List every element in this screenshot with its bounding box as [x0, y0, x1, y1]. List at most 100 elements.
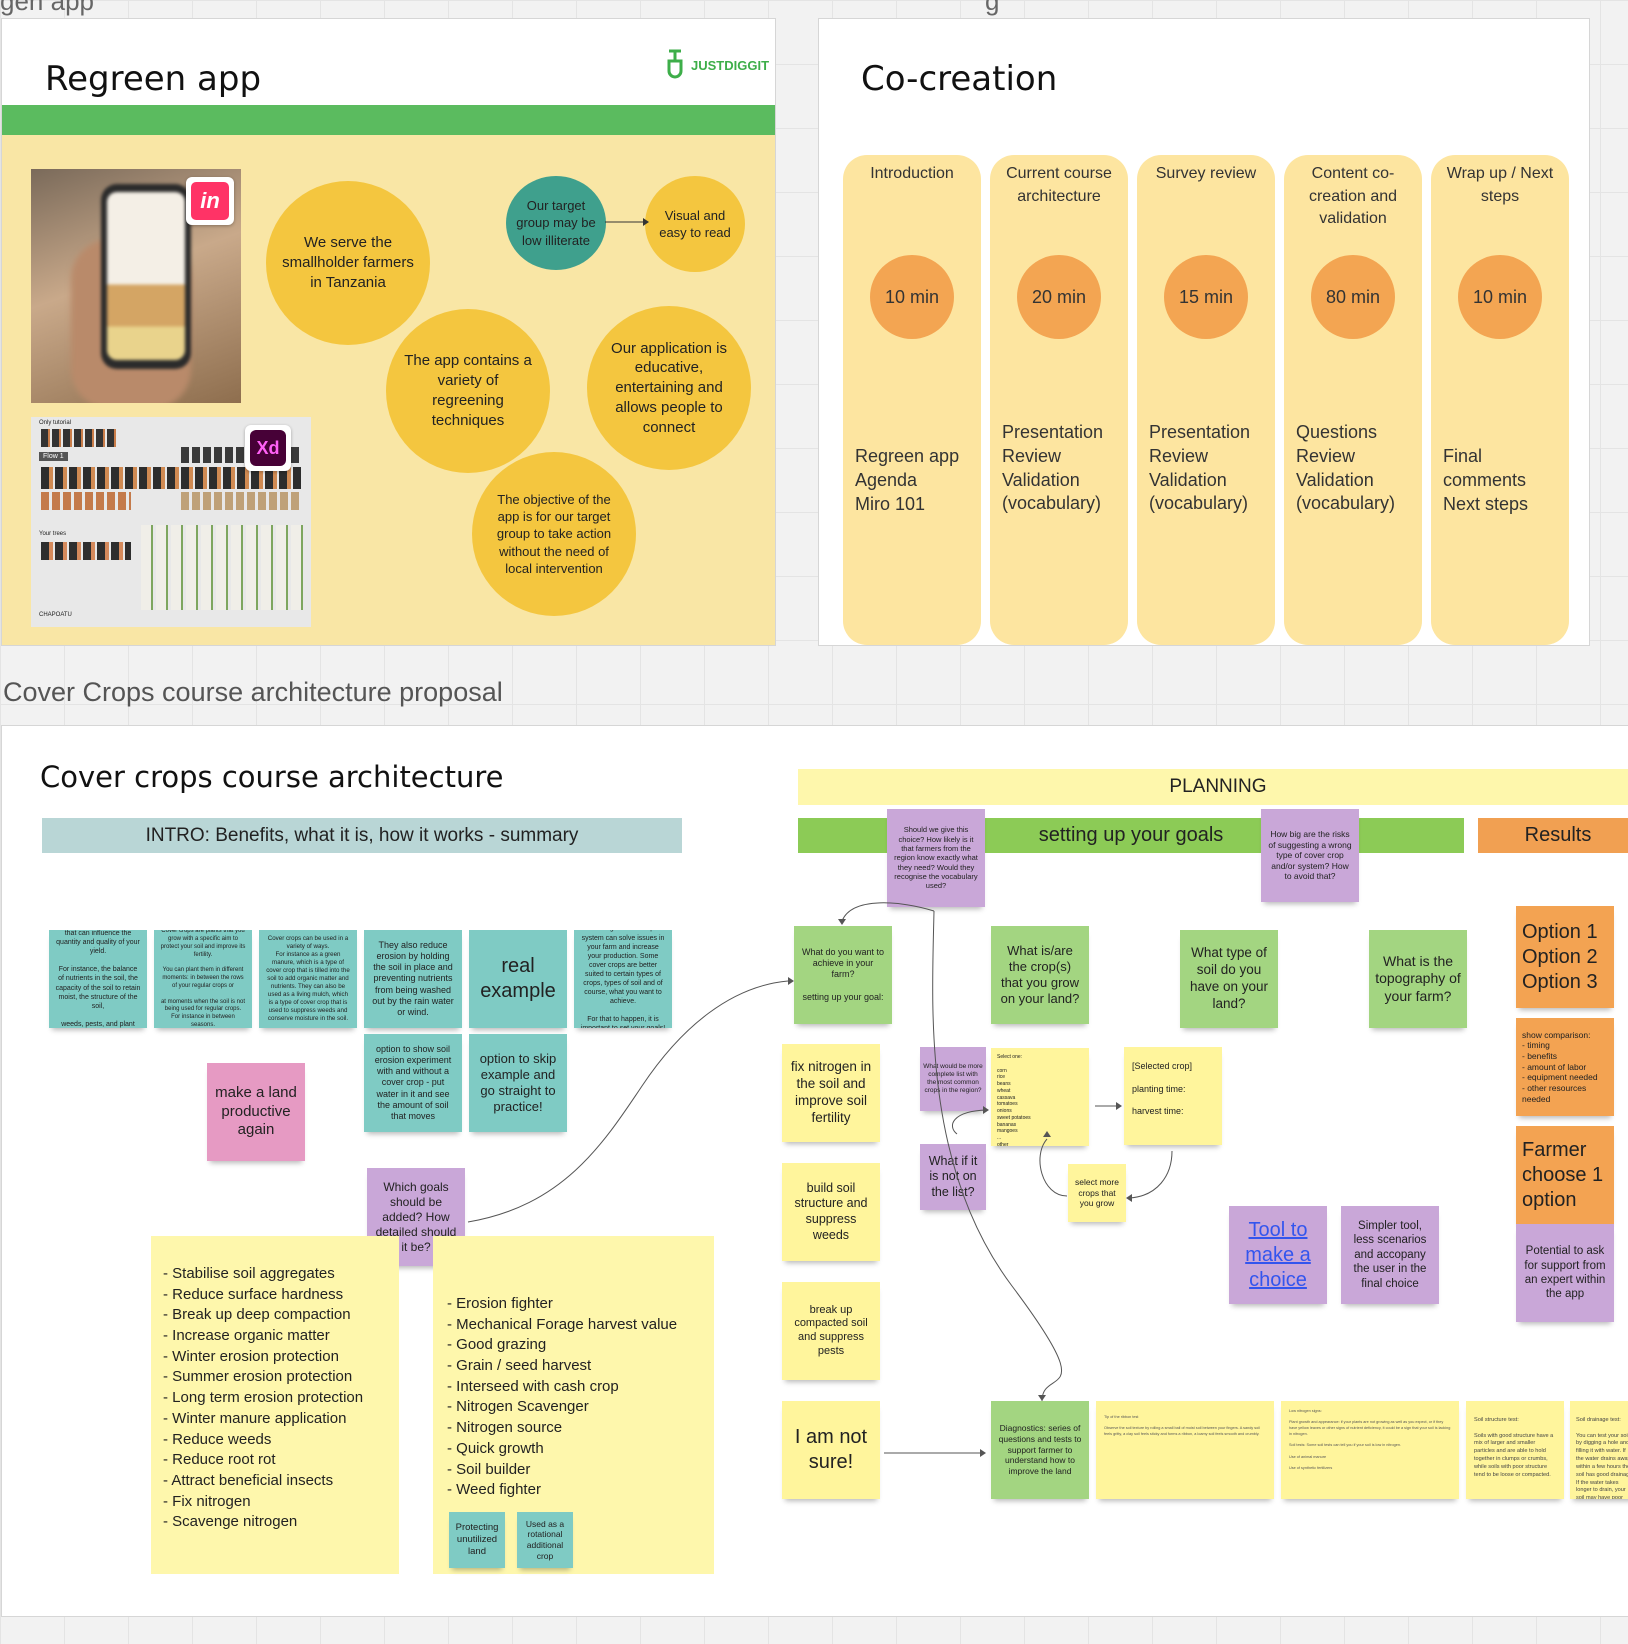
- sticky-show-comparison[interactable]: show comparison: - timing - benefits - a…: [1516, 1018, 1614, 1116]
- xd-flow-thumbnail[interactable]: Only tutorial Flow 1 Your trees CHAPOATU…: [31, 417, 311, 627]
- flow-label-c: Your trees: [39, 531, 67, 537]
- agenda-column-intro[interactable]: Introduction 10 min Regreen app Agenda M…: [843, 155, 981, 645]
- green-header-bar: [2, 105, 775, 135]
- sticky-options[interactable]: Option 1 Option 2 Option 3: [1516, 906, 1614, 1008]
- sticky-potential[interactable]: Potential to ask for support from an exp…: [1516, 1224, 1614, 1322]
- sticky-soil-type[interactable]: What type of soil do you have on your la…: [1180, 930, 1278, 1028]
- sticky-what-achieve[interactable]: What do you want to achieve in your farm…: [794, 926, 892, 1024]
- circle-serve[interactable]: We serve the smallholder farmers in Tanz…: [266, 181, 430, 345]
- sticky-diag-text-1[interactable]: Tip of the ribbon test Observe the soil …: [1096, 1401, 1274, 1499]
- sticky-topography[interactable]: What is the topography of your farm?: [1369, 930, 1467, 1028]
- sticky-intro-6[interactable]: The right cover crop system can solve is…: [574, 930, 672, 1028]
- sticky-simpler-tool[interactable]: Simpler tool, less scenarios and accopan…: [1341, 1206, 1439, 1304]
- section-label: Cover Crops course architecture proposal: [3, 677, 503, 707]
- agenda-column-architecture[interactable]: Current course architecture 20 min Prese…: [990, 155, 1128, 645]
- frame-label-cocreation: g: [985, 0, 1000, 16]
- cocreation-title: Co-creation: [861, 59, 1058, 99]
- goals-panel-a[interactable]: - Stabilise soil aggregates - Reduce sur…: [151, 1236, 399, 1574]
- phone-body: [101, 184, 191, 369]
- duration-badge: 80 min: [1311, 255, 1395, 339]
- justdiggit-logo: JUSTDIGGIT: [665, 49, 769, 81]
- circle-app-contains[interactable]: The app contains a variety of regreening…: [386, 309, 550, 473]
- sticky-protecting[interactable]: Protecting unutilized land: [449, 1512, 505, 1568]
- agenda-column-wrapup[interactable]: Wrap up / Next steps 10 min Final commen…: [1431, 155, 1569, 645]
- logo-text: JUSTDIGGIT: [691, 57, 770, 73]
- duration-badge: 20 min: [1017, 255, 1101, 339]
- connector-lines: [467, 902, 1173, 1457]
- sticky-option-skip[interactable]: option to skip example and go straight t…: [469, 1034, 567, 1132]
- screens-row-6: [41, 542, 131, 560]
- duration-badge: 10 min: [870, 255, 954, 339]
- regreen-title: Regreen app: [45, 59, 262, 99]
- sticky-select-more[interactable]: select more crops that you grow: [1068, 1164, 1126, 1222]
- agenda-items: Regreen app Agenda Miro 101: [855, 446, 960, 514]
- intro-bar[interactable]: INTRO: Benefits, what it is, how it work…: [42, 818, 682, 853]
- phone-screen: [107, 192, 185, 360]
- agenda-column-survey[interactable]: Survey review 15 min Presentation Review…: [1137, 155, 1275, 645]
- frame-label-regreen: gen app: [0, 0, 94, 16]
- flow-label-b: Flow 1: [39, 452, 68, 461]
- sticky-option-show[interactable]: option to show soil erosion experiment w…: [364, 1034, 462, 1132]
- screens-row-7: [141, 525, 306, 610]
- agenda-head: Current course architecture: [1006, 165, 1112, 205]
- regreen-arrow: [605, 218, 649, 226]
- sticky-diag-text-4[interactable]: Soil drainage test: You can test your so…: [1570, 1401, 1628, 1499]
- agenda-column-content[interactable]: Content co-creation and validation 80 mi…: [1284, 155, 1422, 645]
- link-tool-choice[interactable]: Tool to make a choice: [1229, 1206, 1327, 1304]
- xd-icon: Xd: [245, 425, 291, 471]
- cocreation-frame[interactable]: Co-creation Introduction 10 min Regreen …: [818, 18, 1590, 646]
- invision-icon: in: [186, 177, 234, 225]
- xd-logo: Xd: [250, 430, 286, 466]
- sticky-question-how-big[interactable]: How big are the risks of suggesting a wr…: [1261, 809, 1359, 902]
- sticky-crops-grow[interactable]: What is/are the crop(s) that you grow on…: [991, 926, 1089, 1024]
- sticky-diagnostics[interactable]: Diagnostics: series of questions and tes…: [991, 1401, 1089, 1499]
- agenda-items: Presentation Review Validation (vocabula…: [1002, 422, 1104, 514]
- cover-crops-title: Cover crops course architecture: [40, 760, 504, 794]
- results-bar[interactable]: Results: [1478, 818, 1628, 853]
- sticky-question-give-choice[interactable]: Should we give this choice? How likely i…: [887, 809, 985, 907]
- circle-objective[interactable]: The objective of the app is for our targ…: [472, 452, 636, 616]
- sticky-real-example[interactable]: real example: [469, 930, 567, 1028]
- circle-educative[interactable]: Our application is educative, entertaini…: [587, 306, 751, 470]
- screens-row-3: [41, 492, 131, 510]
- sticky-more-complete[interactable]: What would be more complete list with th…: [920, 1047, 986, 1111]
- sticky-rotational[interactable]: Used as a rotational additional crop: [517, 1512, 573, 1568]
- cover-crops-frame[interactable]: Cover crops course architecture INTRO: B…: [1, 725, 1628, 1617]
- agenda-items: Questions Review Validation (vocabulary): [1296, 422, 1396, 514]
- circle-visual[interactable]: Visual and easy to read: [645, 176, 745, 272]
- agenda-items: Final comments Next steps: [1443, 446, 1529, 514]
- sticky-select-one[interactable]: Select one: corn rice beans wheat cassav…: [991, 1048, 1089, 1146]
- sticky-break-up[interactable]: break up compacted soil and suppress pes…: [782, 1282, 880, 1380]
- flow-label-d: CHAPOATU: [39, 612, 72, 618]
- sticky-diag-text-2[interactable]: Low nitrogen signs: Plant growth and app…: [1281, 1401, 1459, 1499]
- planning-bar[interactable]: PLANNING: [798, 769, 1628, 805]
- agenda-items: Presentation Review Validation (vocabula…: [1149, 422, 1251, 514]
- sticky-farmer-choose[interactable]: Farmer choose 1 option: [1516, 1126, 1614, 1224]
- sticky-not-on-list[interactable]: What if it is not on the list?: [920, 1144, 986, 1210]
- sticky-diag-text-3[interactable]: Soil structure test: Soils with good str…: [1466, 1401, 1564, 1499]
- sticky-intro-2[interactable]: Cover crops are plants that you grow wit…: [154, 930, 252, 1028]
- circle-target[interactable]: Our target group may be low illiterate: [506, 176, 606, 270]
- sticky-fix-nitrogen[interactable]: fix nitrogen in the soil and improve soi…: [782, 1044, 880, 1142]
- goals-list-b: - Erosion fighter - Mechanical Forage ha…: [447, 1295, 678, 1499]
- sticky-intro-1[interactable]: There are several aspects that can influ…: [49, 930, 147, 1028]
- sticky-selected-crop[interactable]: [Selected crop] planting time: harvest t…: [1124, 1047, 1222, 1145]
- sticky-intro-3[interactable]: Cover crops can be used in a variety of …: [259, 930, 357, 1028]
- screens-row-2: [41, 467, 301, 489]
- invision-logo: in: [191, 182, 229, 220]
- duration-badge: 10 min: [1458, 255, 1542, 339]
- agenda-head: Introduction: [870, 165, 954, 182]
- regreen-app-frame[interactable]: Regreen app JUSTDIGGIT in Only tutorial …: [1, 18, 776, 646]
- flow-label-a: Only tutorial: [39, 420, 72, 426]
- agenda-head: Wrap up / Next steps: [1446, 165, 1554, 205]
- sticky-build-soil[interactable]: build soil structure and suppress weeds: [782, 1163, 880, 1261]
- phone-photo[interactable]: in: [31, 169, 241, 403]
- agenda-head: Content co-creation and validation: [1308, 165, 1398, 228]
- screens-row-5: [181, 492, 301, 510]
- goals-list-a: - Stabilise soil aggregates - Reduce sur…: [163, 1265, 364, 1531]
- sticky-not-sure[interactable]: I am not sure!: [782, 1401, 880, 1499]
- sticky-intro-4[interactable]: They also reduce erosion by holding the …: [364, 930, 462, 1028]
- shovel-icon: [667, 49, 683, 79]
- agenda-head: Survey review: [1155, 165, 1257, 182]
- sticky-make-land[interactable]: make a land productive again: [207, 1063, 305, 1161]
